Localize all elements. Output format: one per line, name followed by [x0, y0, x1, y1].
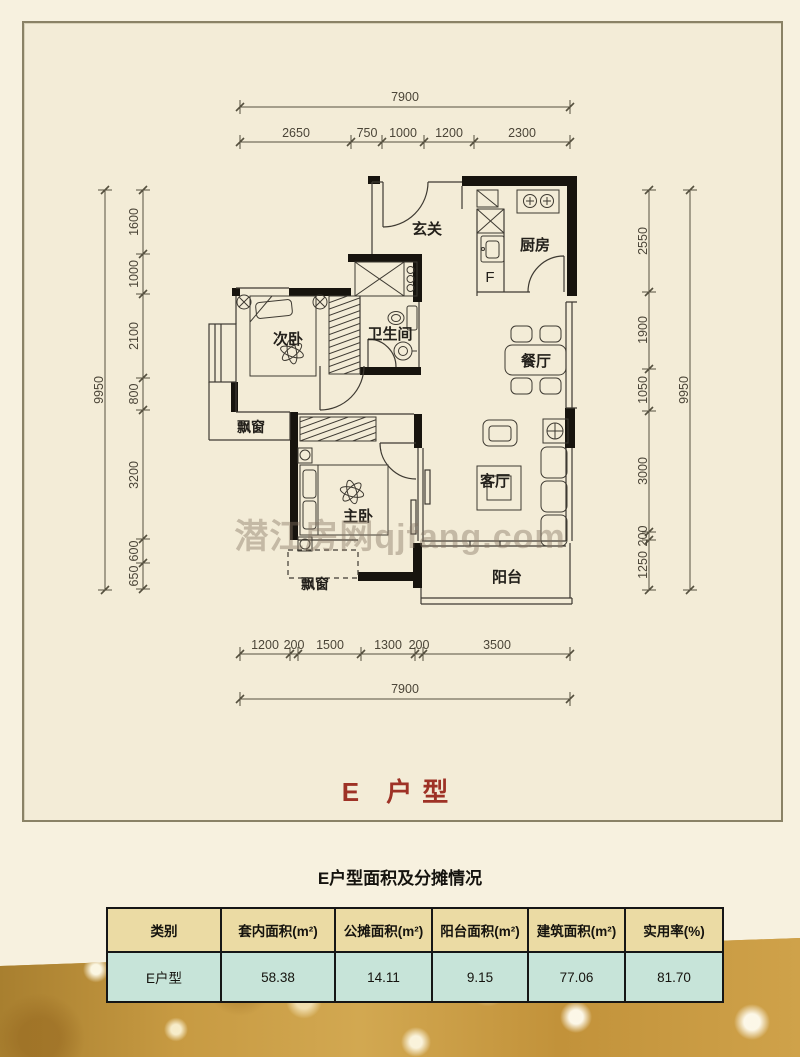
cell-interior-area: 58.38 — [220, 951, 336, 1003]
dimension-bottom — [235, 647, 575, 706]
unit-title: E 户型 — [341, 777, 459, 807]
floorplan-panel — [22, 21, 783, 822]
svg-text:3500: 3500 — [483, 638, 511, 652]
header-utility-rate: 实用率(%) — [624, 907, 724, 953]
header-interior-area: 套内面积(m²) — [220, 907, 336, 953]
room-label-balcony: 阳台 — [492, 568, 522, 586]
svg-text:2550: 2550 — [636, 227, 650, 255]
dimension-left — [98, 185, 150, 595]
room-label-entry: 玄关 — [412, 220, 442, 238]
svg-text:1000: 1000 — [389, 126, 417, 140]
room-label-master-bedroom: 主卧 — [343, 507, 373, 525]
cell-utility-rate: 81.70 — [624, 951, 724, 1003]
svg-text:2300: 2300 — [508, 126, 536, 140]
svg-text:3200: 3200 — [127, 461, 141, 489]
area-table: 类别 套内面积(m²) 公摊面积(m²) 阳台面积(m²) 建筑面积(m²) 实… — [106, 907, 724, 1003]
area-table-header-row: 类别 套内面积(m²) 公摊面积(m²) 阳台面积(m²) 建筑面积(m²) 实… — [106, 907, 724, 953]
svg-text:9950: 9950 — [92, 376, 106, 404]
walls — [231, 176, 577, 588]
svg-text:650: 650 — [127, 566, 141, 587]
svg-text:600: 600 — [127, 541, 141, 562]
header-balcony-area: 阳台面积(m²) — [431, 907, 529, 953]
svg-text:1250: 1250 — [636, 551, 650, 579]
second-bedroom-furniture — [236, 294, 361, 377]
svg-text:750: 750 — [357, 126, 378, 140]
svg-text:1300: 1300 — [374, 638, 402, 652]
svg-text:200: 200 — [636, 526, 650, 547]
partitions-and-windows — [208, 181, 577, 605]
svg-text:7900: 7900 — [391, 682, 419, 696]
svg-text:200: 200 — [409, 638, 430, 652]
svg-text:1000: 1000 — [127, 260, 141, 288]
svg-text:2100: 2100 — [127, 322, 141, 350]
svg-text:7900: 7900 — [391, 90, 419, 104]
dimension-left-labels: 9950 1600 1000 2100 800 3200 600 650 — [92, 208, 141, 586]
svg-text:1600: 1600 — [127, 208, 141, 236]
laundry-shaft — [354, 261, 418, 297]
cell-construction-area: 77.06 — [527, 951, 626, 1003]
bathroom-fixtures — [387, 305, 418, 361]
cell-balcony-area: 9.15 — [431, 951, 529, 1003]
svg-text:2650: 2650 — [282, 126, 310, 140]
svg-text:1200: 1200 — [251, 638, 279, 652]
header-construction-area: 建筑面积(m²) — [527, 907, 626, 953]
dimension-top-labels: 7900 2650 750 1000 1200 2300 — [282, 90, 536, 140]
svg-text:200: 200 — [284, 638, 305, 652]
dimension-right — [642, 185, 697, 595]
dining-furniture — [504, 325, 567, 395]
svg-text:1200: 1200 — [435, 126, 463, 140]
unit-letter-label: F — [485, 269, 494, 286]
header-shared-area: 公摊面积(m²) — [334, 907, 433, 953]
room-label-second-bedroom: 次卧 — [273, 330, 303, 348]
room-label-bay-window-2: 飘窗 — [301, 576, 329, 592]
room-label-dining: 餐厅 — [521, 352, 551, 370]
area-table-title: E户型面积及分摊情况 — [317, 869, 483, 888]
svg-text:9950: 9950 — [677, 376, 691, 404]
header-category: 类别 — [106, 907, 222, 953]
dimension-top — [235, 100, 575, 149]
flower-decor-icon — [339, 479, 365, 505]
svg-text:1500: 1500 — [316, 638, 344, 652]
svg-text:800: 800 — [127, 384, 141, 405]
room-label-bathroom: 卫生间 — [367, 325, 412, 343]
room-label-bay-window-1: 飘窗 — [237, 419, 265, 435]
master-bedroom-furniture — [297, 416, 389, 552]
svg-text:3000: 3000 — [636, 457, 650, 485]
svg-text:1050: 1050 — [636, 376, 650, 404]
cell-shared-area: 14.11 — [334, 951, 433, 1003]
room-label-kitchen: 厨房 — [520, 236, 550, 254]
kitchen-fixtures — [476, 189, 560, 263]
dimension-right-labels: 2550 1900 1050 3000 200 1250 9950 — [636, 227, 691, 579]
watermark: 潜江房网qjfang.com — [234, 518, 565, 556]
area-table-data-row: E户型 58.38 14.11 9.15 77.06 81.70 — [106, 951, 724, 1003]
dimension-bottom-labels: 1200 200 1500 1300 200 3500 7900 — [251, 638, 511, 696]
cell-unit-name: E户型 — [106, 951, 222, 1003]
living-furniture — [476, 418, 569, 547]
svg-text:1900: 1900 — [636, 316, 650, 344]
flower-decor-icon — [280, 339, 304, 365]
room-label-living: 客厅 — [479, 472, 510, 490]
